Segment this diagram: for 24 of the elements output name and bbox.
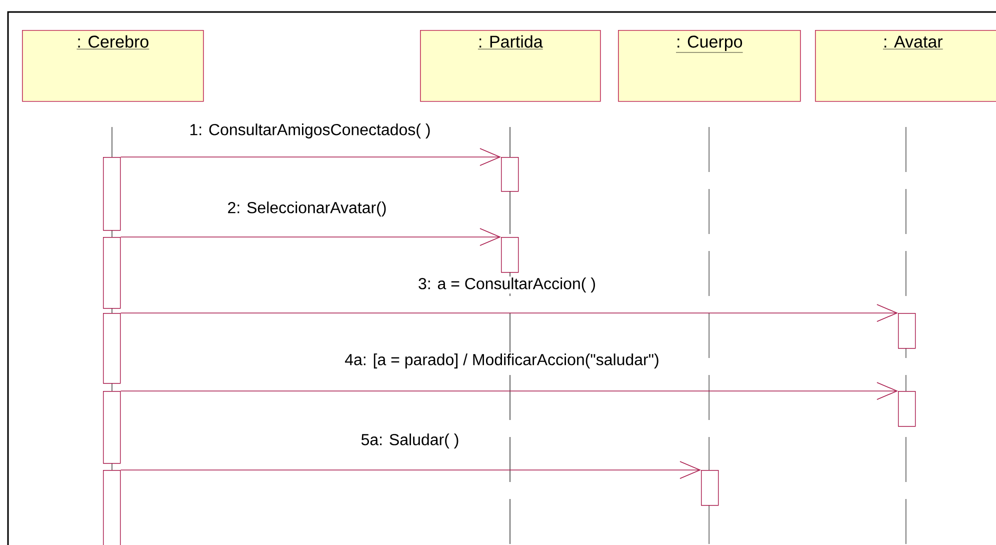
edge-label: 3: a = ConsultarAccion( ) bbox=[418, 278, 595, 292]
activation-bar bbox=[898, 391, 916, 427]
activation-bar bbox=[701, 470, 719, 506]
activation-bar bbox=[103, 313, 121, 384]
edge-label: 4a: [a = parado] / ModificarAccion("saludar") bbox=[344, 354, 658, 368]
activation-bar bbox=[103, 237, 121, 309]
activation-bar bbox=[501, 157, 519, 192]
edge-label: 2: SeleccionarAvatar() bbox=[228, 202, 386, 216]
edge-label: 5a: Saludar( ) bbox=[361, 434, 458, 448]
activation-bar bbox=[898, 313, 916, 349]
message-arrow bbox=[120, 382, 898, 400]
activation-bar bbox=[103, 391, 121, 464]
activation-bar bbox=[103, 470, 121, 545]
object-box: : Cuerpo bbox=[618, 30, 801, 102]
object-box: : Partida bbox=[420, 30, 601, 102]
message-arrow bbox=[120, 228, 501, 246]
message-arrow bbox=[120, 304, 898, 322]
object-box: : Avatar bbox=[815, 30, 996, 102]
object-box: : Cerebro bbox=[22, 30, 204, 102]
message-arrow bbox=[120, 461, 701, 479]
message-arrow bbox=[120, 148, 501, 166]
activation-bar bbox=[103, 157, 121, 231]
edge-label: 1: ConsultarAmigosConectados( ) bbox=[190, 124, 430, 138]
activation-bar bbox=[501, 237, 519, 273]
